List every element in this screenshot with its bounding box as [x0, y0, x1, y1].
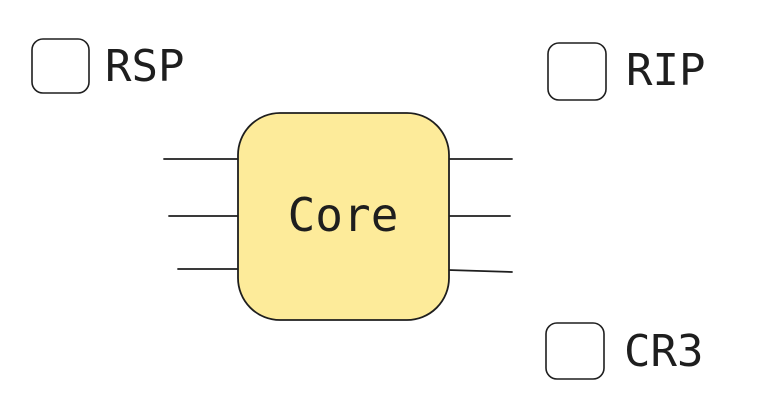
- right-pins: [447, 158, 513, 273]
- register-cr3[interactable]: CR3: [545, 322, 703, 380]
- cr3-checkbox[interactable]: [545, 322, 605, 380]
- register-rsp[interactable]: RSP: [31, 38, 184, 94]
- rip-label: RIP: [626, 45, 705, 96]
- cr3-label: CR3: [624, 326, 703, 377]
- pin-right-3: [447, 269, 513, 273]
- core-body: [237, 112, 450, 321]
- core-chip: Core: [237, 112, 450, 321]
- register-rip[interactable]: RIP: [547, 42, 705, 101]
- rsp-checkbox[interactable]: [31, 38, 90, 94]
- left-pins: [163, 158, 241, 270]
- rip-checkbox[interactable]: [547, 42, 607, 101]
- core-label: Core: [288, 188, 399, 242]
- rsp-label: RSP: [105, 41, 184, 92]
